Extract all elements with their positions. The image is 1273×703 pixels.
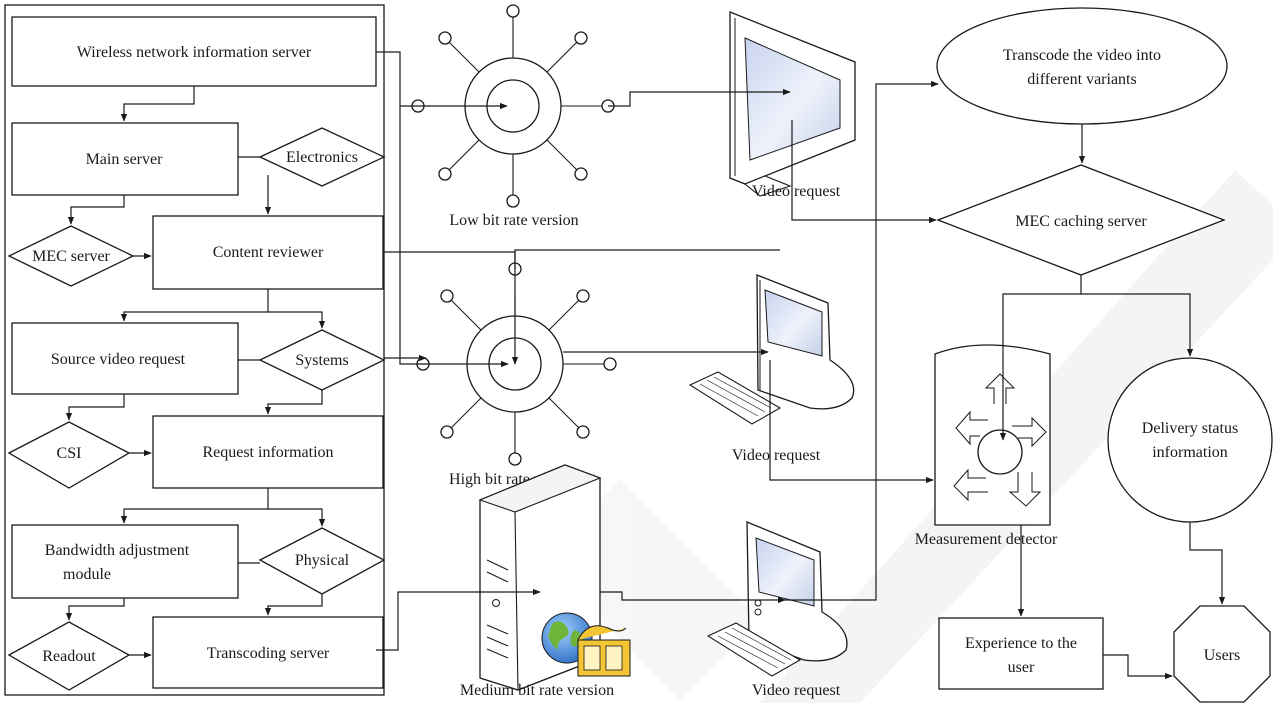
bandwidth-module-box <box>11 524 239 599</box>
left-panel-connectors <box>65 86 326 659</box>
systems-diamond <box>258 329 386 391</box>
monitor-icon-3 <box>706 521 848 677</box>
mec-caching-label: MEC caching server <box>1015 213 1147 230</box>
main-connectors <box>376 51 1226 680</box>
electronics-diamond <box>258 127 386 187</box>
video-request-label-2: Video request <box>732 447 821 464</box>
measurement-detector-icon <box>934 344 1051 526</box>
csi-label: CSI <box>57 445 82 462</box>
request-information-label: Request information <box>202 444 333 461</box>
monitor-icon-1 <box>729 11 856 197</box>
readout-label: Readout <box>42 648 96 665</box>
transcode-ellipse <box>936 7 1228 125</box>
bandwidth-module-label-2: module <box>63 566 111 583</box>
mec-caching-diamond <box>936 164 1226 276</box>
medium-bit-rate-server-icon <box>478 464 631 691</box>
measurement-detector-label: Measurement detector <box>915 531 1058 548</box>
physical-label: Physical <box>295 552 350 569</box>
wireless-server-label: Wireless network information server <box>77 44 312 61</box>
transcoding-server-box <box>152 616 384 689</box>
delivery-status-label-1: Delivery status <box>1142 420 1238 437</box>
left-panel-frame <box>4 4 385 696</box>
transcode-label-2: different variants <box>1027 71 1136 88</box>
source-video-request-label: Source video request <box>51 351 186 368</box>
low-bit-rate-label: Low bit rate version <box>449 212 578 229</box>
video-request-label-3: Video request <box>752 682 841 699</box>
electronics-label: Electronics <box>286 149 358 166</box>
request-information-box <box>152 415 384 489</box>
users-label: Users <box>1204 647 1240 664</box>
experience-label-2: user <box>1008 659 1035 676</box>
main-server-label: Main server <box>86 151 164 168</box>
monitor-icon-2 <box>688 274 855 425</box>
main-server-box <box>11 122 239 196</box>
transcode-label-1: Transcode the video into <box>1003 47 1161 64</box>
wireless-server-box <box>11 16 377 87</box>
experience-box <box>938 617 1104 690</box>
transcoding-server-label: Transcoding server <box>207 645 330 662</box>
delivery-status-circle <box>1107 357 1273 523</box>
experience-label-1: Experience to the <box>965 635 1077 652</box>
video-request-label-1: Video request <box>752 183 841 200</box>
systems-label: Systems <box>295 352 348 369</box>
users-octagon <box>1173 605 1271 703</box>
medium-bit-rate-label: Medium bit rate version <box>460 682 614 699</box>
content-reviewer-box <box>152 215 384 290</box>
bandwidth-module-label-1: Bandwidth adjustment <box>45 542 190 559</box>
mec-server-label: MEC server <box>32 248 110 265</box>
source-video-request-box <box>11 322 239 395</box>
left-panel: Wireless network information server Main… <box>4 4 386 696</box>
content-reviewer-label: Content reviewer <box>213 244 324 261</box>
delivery-status-label-2: information <box>1152 444 1228 461</box>
physical-diamond <box>258 527 386 595</box>
